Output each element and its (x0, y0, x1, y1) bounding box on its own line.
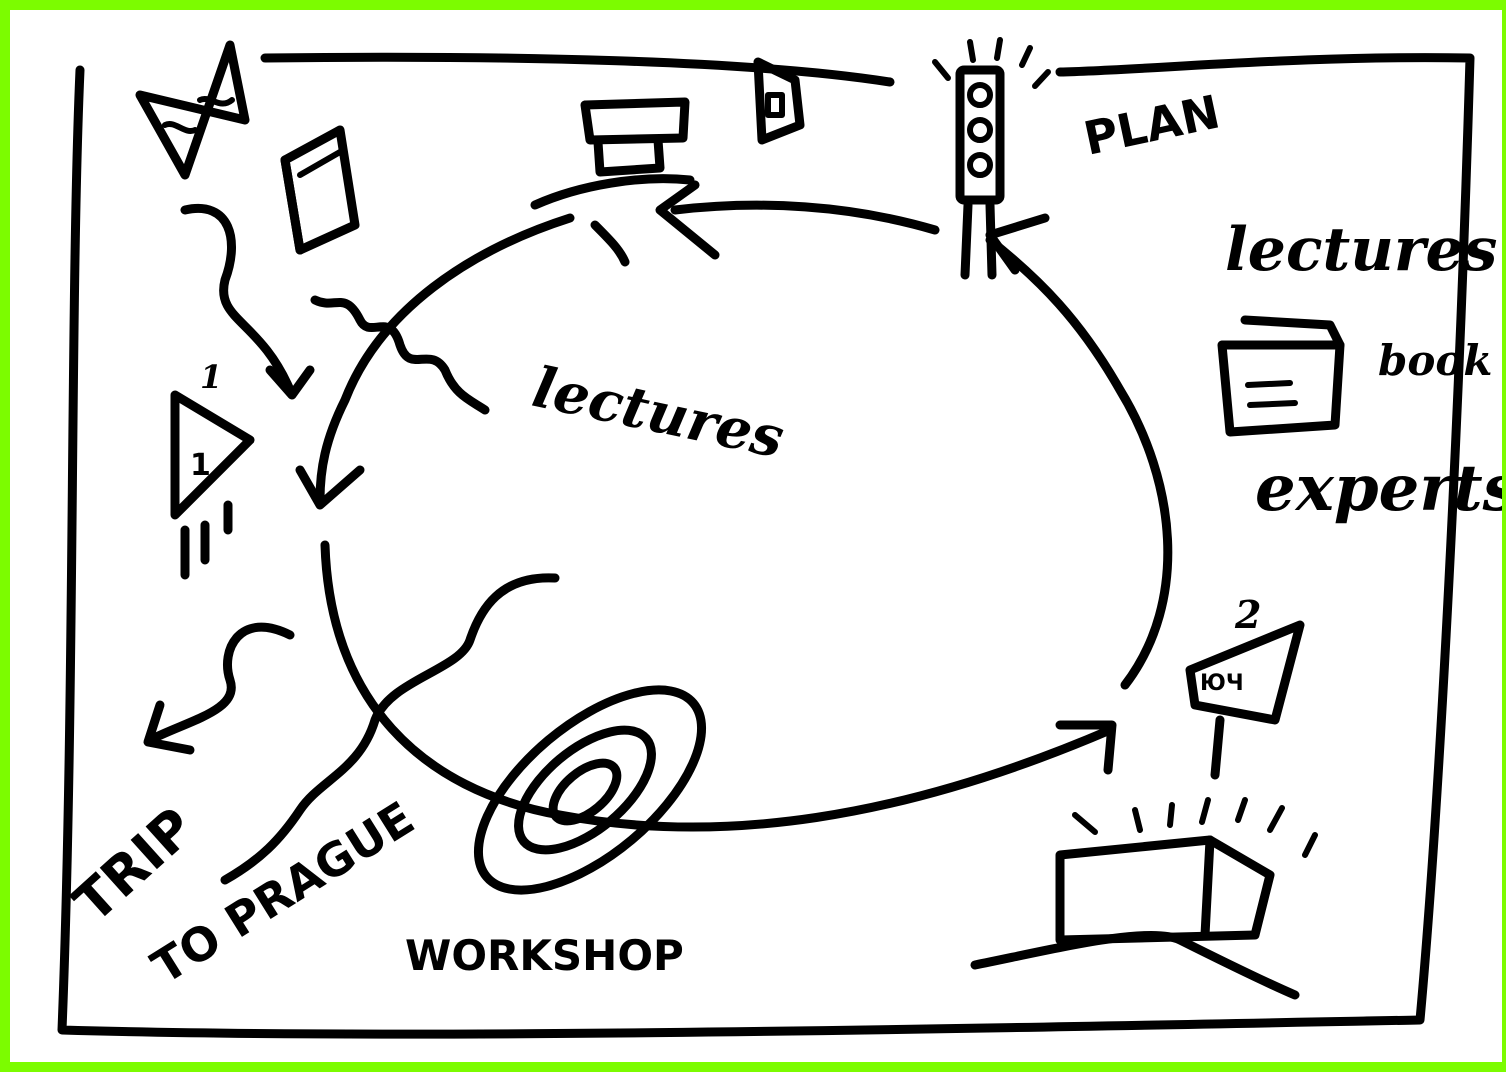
label-plan: PLAN (1079, 84, 1224, 165)
squiggle-lectures (310, 295, 490, 415)
stage-2-marker: 2 (1234, 592, 1261, 637)
cycle-diagram: 1 1 ЮЧ 2 PLAN lectures book experts lect… (57, 37, 1502, 1039)
label-book: book (1378, 336, 1493, 385)
cycle-arc-right (985, 235, 1173, 690)
stage-1-marker: 1 (200, 358, 222, 396)
flag-icon (753, 57, 805, 145)
squiggle-arrow-1 (180, 204, 295, 395)
trip-squiggle-arrow (145, 622, 295, 745)
stage-2-sign-icon: ЮЧ (1185, 620, 1305, 780)
stage-1-sign-icon: 1 (170, 390, 255, 580)
outer-box (57, 52, 1475, 1039)
trip-arrow-head (143, 700, 195, 755)
cycle-arrow-bottom (1055, 720, 1117, 775)
cycle-arc-top (670, 200, 940, 235)
squiggle-arrow-1-head (265, 365, 315, 400)
cycle-arc-left (315, 213, 575, 505)
sign-1-digit: 1 (190, 448, 211, 483)
cycle-arc-bottom (320, 540, 1115, 832)
label-experts: experts (1255, 451, 1502, 526)
label-lectures-inner: lectures (527, 354, 789, 471)
label-workshop: WORKSHOP (405, 931, 684, 980)
typewriter-icon (1217, 315, 1345, 437)
sign-icon (135, 40, 250, 180)
book-icon (280, 125, 360, 255)
building-icon (970, 797, 1318, 1000)
desk-icon (530, 97, 695, 267)
label-lectures-right: lectures (1225, 215, 1497, 285)
cycle-arrow-top (655, 180, 720, 260)
label-trip: TRIP (62, 795, 207, 934)
traffic-light-icon (932, 37, 1051, 280)
sign-2-text: ЮЧ (1200, 671, 1244, 696)
cycle-arrow-left (295, 465, 365, 510)
target-icon (473, 685, 707, 895)
road-to-prague (220, 573, 560, 885)
